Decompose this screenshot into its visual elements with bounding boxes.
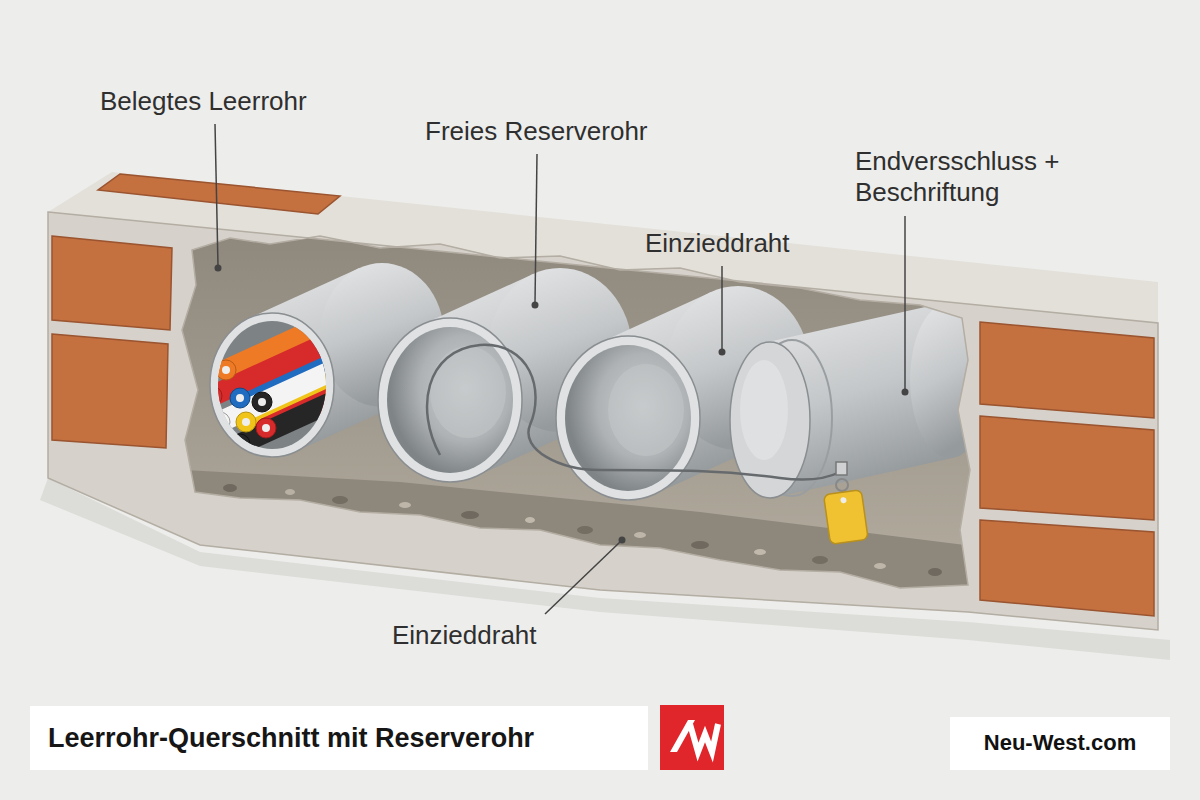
spare-conduit bbox=[608, 364, 684, 456]
end-cap-tag bbox=[836, 479, 848, 491]
wall-recess bbox=[634, 532, 646, 538]
part-label: Freies Reserverohr bbox=[425, 116, 648, 147]
wall-recess bbox=[399, 502, 411, 508]
brick bbox=[52, 334, 168, 448]
spare-conduit bbox=[556, 336, 700, 500]
part-label-wrap: Einzieddraht bbox=[645, 228, 790, 259]
capped-conduit bbox=[730, 302, 990, 498]
diagram-title: Leerrohr-Querschnitt mit Reserverohr bbox=[48, 722, 534, 754]
brand-logo bbox=[660, 705, 724, 770]
cable-bundle bbox=[236, 440, 244, 448]
part-label: Einzieddraht bbox=[392, 620, 537, 651]
part-label-wrap: Belegtes Leerrohr bbox=[100, 86, 307, 117]
wall-recess bbox=[691, 541, 709, 549]
part-label-wrap: Einzieddraht bbox=[392, 620, 537, 651]
brick bbox=[980, 520, 1154, 616]
wall-recess bbox=[223, 484, 237, 492]
leader-line bbox=[215, 124, 909, 614]
wall-recess bbox=[812, 556, 828, 564]
wall-recess bbox=[525, 517, 535, 523]
cable-bundle bbox=[236, 412, 256, 432]
cable-bundle bbox=[216, 418, 224, 426]
leader-line bbox=[532, 302, 539, 309]
cable-bundle bbox=[256, 418, 276, 438]
wall-recess bbox=[285, 489, 295, 495]
end-cap-tag bbox=[824, 462, 869, 544]
brick bbox=[52, 236, 172, 330]
leader-line bbox=[904, 216, 906, 390]
brick bbox=[980, 416, 1154, 520]
brick bbox=[52, 236, 1154, 616]
leader-line bbox=[619, 537, 626, 544]
end-cap-tag bbox=[840, 497, 847, 504]
brick bbox=[980, 322, 1154, 418]
cable-bundle bbox=[252, 392, 272, 412]
part-label: Einzieddraht bbox=[645, 228, 790, 259]
spare-conduit bbox=[378, 318, 522, 482]
spare-conduit bbox=[556, 286, 810, 500]
spare-conduit bbox=[430, 346, 506, 438]
pull-wire bbox=[427, 345, 840, 480]
part-label-wrap: Endversschluss + Beschriftung bbox=[855, 146, 1105, 208]
wall-top-face bbox=[98, 174, 340, 214]
capped-conduit bbox=[740, 360, 788, 460]
leader-line bbox=[721, 266, 723, 350]
cable-bundle bbox=[216, 360, 236, 380]
wall-recess bbox=[332, 496, 348, 504]
leader-line bbox=[215, 124, 218, 266]
part-label: Belegtes Leerrohr bbox=[100, 86, 307, 117]
end-cap-tag bbox=[824, 490, 869, 545]
wall-recess bbox=[461, 511, 479, 519]
cable-bundle bbox=[230, 434, 250, 454]
wall-recess bbox=[754, 549, 766, 555]
brand-label-wrap: Neu-West.com bbox=[950, 717, 1170, 770]
part-label: Endversschluss + Beschriftung bbox=[855, 146, 1105, 208]
brand-logo bbox=[660, 705, 724, 770]
wall-recess bbox=[874, 563, 886, 569]
title-box: Leerrohr-Querschnitt mit Reserverohr bbox=[30, 706, 648, 770]
cable-bundle bbox=[240, 380, 380, 444]
cable-bundle bbox=[242, 418, 250, 426]
brand-logo bbox=[690, 724, 718, 752]
pull-wire bbox=[427, 345, 840, 480]
cable-bundle bbox=[222, 366, 230, 374]
cable-bundle bbox=[230, 388, 250, 408]
cable-bundle bbox=[208, 392, 216, 400]
wall-front-face bbox=[48, 212, 1158, 630]
end-cap-tag bbox=[824, 490, 869, 545]
leader-line bbox=[545, 542, 620, 614]
wall-recess bbox=[577, 526, 593, 534]
leader-line bbox=[719, 349, 726, 356]
cable-bundle bbox=[236, 394, 244, 402]
part-label-wrap: Freies Reserverohr bbox=[425, 116, 648, 147]
spare-conduit bbox=[387, 327, 513, 473]
leader-line bbox=[902, 389, 909, 396]
leader-line bbox=[535, 154, 537, 303]
cable-bundle bbox=[210, 412, 230, 432]
end-cap-tag bbox=[836, 462, 847, 475]
cable-bundle bbox=[262, 424, 270, 432]
cable-bundle bbox=[202, 306, 406, 454]
cable-bundle bbox=[202, 386, 222, 406]
brand-label: Neu-West.com bbox=[984, 730, 1136, 756]
cable-bundle bbox=[258, 398, 266, 406]
wall-front-face bbox=[48, 212, 1158, 630]
leader-line bbox=[215, 265, 222, 272]
wall-recess bbox=[928, 568, 942, 576]
